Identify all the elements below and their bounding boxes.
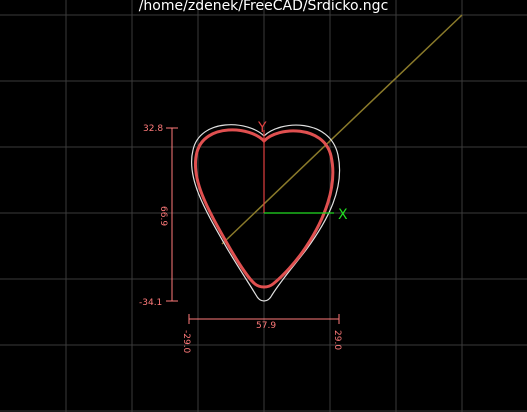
horizontal-dimension (188, 314, 340, 324)
y-extent-label: 66.9 (158, 206, 168, 226)
tool-path-outer (191, 124, 341, 302)
rapid-move-line (221, 14, 463, 245)
x-max-label: 29.0 (332, 330, 342, 350)
y-axis-label: Y (257, 120, 267, 136)
file-path-title: /home/zdenek/FreeCAD/Srdicko.ngc (138, 0, 389, 14)
model-contour (193, 128, 335, 289)
y-min-label: -34.1 (139, 298, 162, 308)
vertical-dimension (166, 127, 178, 302)
x-axis-label: X (338, 207, 348, 223)
x-min-label: -29.0 (181, 330, 191, 354)
y-max-label: 32.8 (143, 124, 163, 134)
x-extent-label: 57.9 (256, 321, 276, 331)
